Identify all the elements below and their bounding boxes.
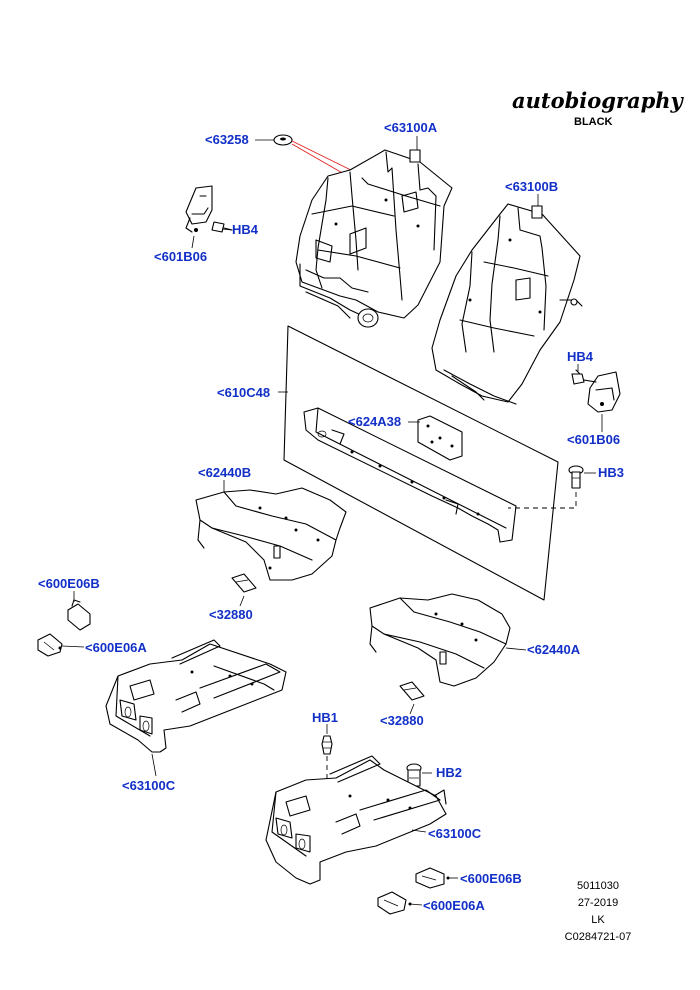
part-hb4-right-bolt <box>571 369 585 385</box>
part-600E06A-right-cover <box>377 891 412 915</box>
callout-hb1[interactable]: HB1 <box>312 710 339 725</box>
part-32880-lower-pad <box>399 681 425 701</box>
callout-601B06-right[interactable]: <601B06 <box>567 432 621 447</box>
leader-lines <box>61 136 603 906</box>
part-63100C-right-seat-frame <box>265 755 447 885</box>
part-624A38-plate <box>417 415 463 461</box>
callout-610C48[interactable]: <610C48 <box>217 385 271 400</box>
callout-600E06A-right[interactable]: <600E06A <box>423 898 485 913</box>
reference-code: 5011030 <box>576 880 619 892</box>
part-600E06B-right-cover <box>415 867 450 889</box>
callout-63100B[interactable]: <63100B <box>505 179 559 194</box>
callout-hb4-left[interactable]: HB4 <box>232 222 259 237</box>
callout-63100C-right[interactable]: <63100C <box>428 826 482 841</box>
callout-32880-lower[interactable]: <32880 <box>380 713 424 728</box>
part-63100C-left-seat-frame <box>105 639 287 753</box>
brand-black-subtitle: BLACK <box>574 116 613 128</box>
part-63100B-backrest-frame <box>431 203 583 405</box>
leader-hb3-dashed <box>508 492 577 509</box>
part-hb3-bolt <box>568 465 584 489</box>
callout-hb3[interactable]: HB3 <box>598 465 625 480</box>
part-600E06A-left-cover <box>37 633 63 657</box>
callout-32880-upper[interactable]: <32880 <box>209 607 253 622</box>
callout-hb4-right[interactable]: HB4 <box>567 349 594 364</box>
callout-62440B[interactable]: <62440B <box>198 465 252 480</box>
reference-model: LK <box>591 914 605 926</box>
callout-600E06B-left[interactable]: <600E06B <box>38 576 100 591</box>
callout-63100C-left[interactable]: <63100C <box>122 778 176 793</box>
callout-601B06-left[interactable]: <601B06 <box>154 249 208 264</box>
reference-date: 27-2019 <box>577 897 619 909</box>
part-62440A-seat-pan <box>369 593 511 687</box>
callout-63258[interactable]: <63258 <box>205 132 249 147</box>
callout-624A38[interactable]: <624A38 <box>348 414 402 429</box>
part-610C48-rail <box>303 407 517 543</box>
part-63258-cap <box>273 134 293 146</box>
brand-autobiography-logo: autobiography <box>512 88 683 113</box>
part-63100A-backrest-frame <box>295 149 453 328</box>
part-hb1-bolt <box>321 735 333 792</box>
reference-illustration-id: C0284721-07 <box>564 931 632 943</box>
callout-63100A[interactable]: <63100A <box>384 120 438 135</box>
part-610C48-boundary <box>283 325 559 601</box>
callout-62440A[interactable]: <62440A <box>527 642 581 657</box>
callout-hb2[interactable]: HB2 <box>436 765 463 780</box>
part-hb4-left-bolt <box>211 221 233 233</box>
reference-block: 5011030 27-2019 LK C0284721-07 <box>556 878 640 946</box>
part-32880-upper-pad <box>231 573 257 593</box>
part-600E06B-left-cover <box>67 599 91 631</box>
callout-600E06A-left[interactable]: <600E06A <box>85 640 147 655</box>
part-601B06-left-bracket <box>185 185 213 233</box>
part-62440B-seat-pan <box>195 487 347 581</box>
callout-600E06B-right[interactable]: <600E06B <box>460 871 522 886</box>
part-601B06-right-bracket <box>583 371 621 413</box>
